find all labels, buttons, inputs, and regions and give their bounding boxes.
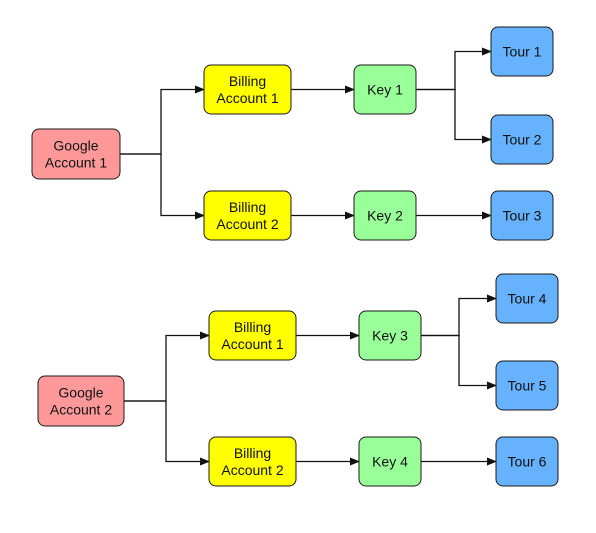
key-g1-b1-node-box	[353, 64, 417, 115]
key-g1-b2-node-label: Key 2	[367, 208, 403, 224]
tour-g1-b1-2-node-label: Tour 2	[503, 132, 542, 148]
tour-g1-b1-1-node: Tour 1	[490, 26, 554, 77]
key-g2-b2-node: Key 4	[358, 436, 422, 487]
tour-g1-b2-1-node-box	[490, 190, 554, 241]
billing-account-g1-b2-node-box	[203, 190, 292, 241]
key-g2-b2-node-label: Key 4	[372, 454, 408, 470]
billing-account-g2-b2-node-label-line-2: Account 2	[221, 462, 283, 478]
key-g1-b1-node: Key 1	[353, 64, 417, 115]
edge-google-2-to-billing-2	[124, 400, 210, 466]
key-g2-b1-node-label: Key 3	[372, 328, 408, 344]
tour-g1-b1-1-node-label: Tour 1	[503, 44, 542, 60]
edge-google-1-to-billing-1	[120, 85, 205, 155]
billing-account-g2-b2-node-box	[208, 436, 297, 487]
tour-g2-b1-1-node-box	[495, 273, 559, 324]
google-account-1-node-label-line-1: Google	[53, 138, 98, 154]
edge-key-g1-b1-to-tour-1	[416, 47, 492, 91]
tour-g1-b1-1-node-box	[490, 26, 554, 77]
edge-google-1-to-billing-2	[120, 153, 205, 220]
billing-account-g1-b2-node-label-line-1: Billing	[229, 199, 266, 215]
billing-account-g1-b1-node-label-line-1: Billing	[229, 73, 266, 89]
tour-g2-b2-1-node: Tour 6	[495, 436, 559, 487]
key-g2-b2-node-box	[358, 436, 422, 487]
key-g1-b2-node: Key 2	[353, 190, 417, 241]
tour-g2-b2-1-node-label: Tour 6	[508, 454, 547, 470]
edge-google-2-to-billing-1	[124, 331, 210, 402]
edge-key-g2-b1-to-tour-2	[421, 334, 497, 390]
billing-account-g2-b1-node-label-line-1: Billing	[234, 319, 271, 335]
tour-g1-b1-2-node: Tour 2	[490, 114, 554, 165]
tour-g2-b1-2-node: Tour 5	[495, 360, 559, 411]
key-g2-b1-node: Key 3	[358, 310, 422, 361]
billing-account-g1-b2-node-label-line-2: Account 2	[216, 216, 278, 232]
tour-g2-b1-2-node-box	[495, 360, 559, 411]
tour-g1-b2-1-node: Tour 3	[490, 190, 554, 241]
key-g1-b2-node-box	[353, 190, 417, 241]
tour-g1-b2-1-node-label: Tour 3	[503, 208, 542, 224]
edge-key-g1-b1-to-tour-2	[416, 88, 492, 144]
billing-account-g1-b1-node-box	[203, 64, 292, 115]
google-account-1-node-box	[31, 128, 121, 180]
key-g2-b1-node-box	[358, 310, 422, 361]
tour-g2-b2-1-node-box	[495, 436, 559, 487]
billing-account-g1-b1-node-label-line-2: Account 1	[216, 90, 278, 106]
tour-g2-b1-1-node: Tour 4	[495, 273, 559, 324]
edge-key-g2-b1-to-tour-1	[421, 294, 497, 337]
tour-g2-b1-2-node-label: Tour 5	[508, 378, 547, 394]
tour-g1-b1-2-node-box	[490, 114, 554, 165]
google-account-2-node-label-line-2: Account 2	[50, 402, 112, 418]
tour-g2-b1-1-node-label: Tour 4	[508, 291, 547, 307]
billing-account-g2-b1-node-box	[208, 310, 297, 361]
google-account-2-node-box	[37, 375, 125, 427]
edges-layer	[120, 47, 497, 466]
key-g1-b1-node-label: Key 1	[367, 82, 403, 98]
google-account-1-node-label-line-2: Account 1	[45, 155, 107, 171]
google-account-2-node-label-line-1: Google	[58, 385, 103, 401]
billing-account-g2-b2-node-label-line-1: Billing	[234, 445, 271, 461]
billing-account-g2-b1-node-label-line-2: Account 1	[221, 336, 283, 352]
